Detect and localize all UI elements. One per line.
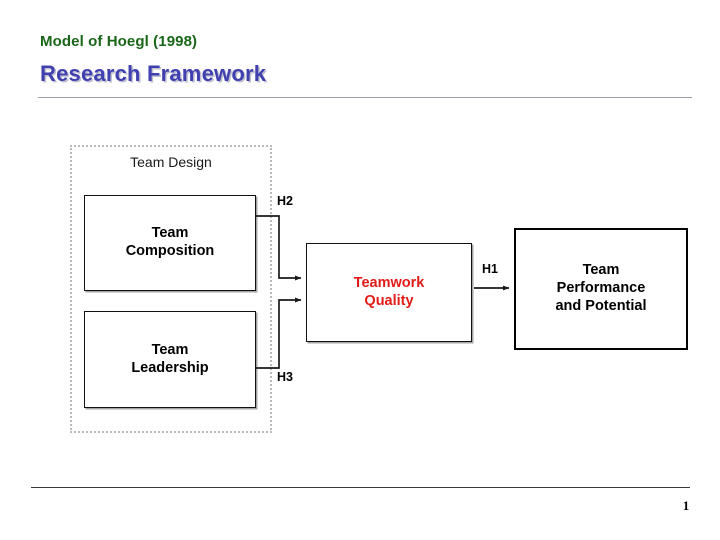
node-team-performance: Team Performance and Potential xyxy=(514,228,688,350)
team-design-group-label: Team Design xyxy=(130,154,212,170)
node-team-composition-line2: Composition xyxy=(125,243,215,259)
node-team-performance-line1: Team xyxy=(582,262,620,279)
hypothesis-label-h3: H3 xyxy=(277,370,293,384)
node-teamwork-quality-label: Teamwork Quality xyxy=(354,275,425,310)
node-team-composition-line1: Team xyxy=(151,225,189,242)
slide-title: Research Framework xyxy=(40,61,267,86)
node-teamwork-quality-line2: Quality xyxy=(364,292,414,309)
slide-subtitle: Model of Hoegl (1998) xyxy=(40,33,198,50)
hypothesis-label-h2: H2 xyxy=(277,194,293,208)
node-team-composition-label: Team Composition xyxy=(126,225,215,260)
node-team-performance-label: Team Performance and Potential xyxy=(555,262,646,315)
team-design-group xyxy=(70,145,272,433)
node-team-leadership-line1: Team xyxy=(151,341,189,358)
node-team-leadership-line2: Leadership xyxy=(131,359,209,376)
header-divider xyxy=(38,97,692,98)
node-team-performance-line2: Performance xyxy=(556,280,646,297)
page-number: 1 xyxy=(682,498,690,513)
node-team-leadership: Team Leadership xyxy=(84,311,256,408)
footer-divider xyxy=(31,487,690,488)
node-team-performance-line3: and Potential xyxy=(555,297,647,314)
hypothesis-label-h1: H1 xyxy=(482,262,498,276)
node-teamwork-quality-line1: Teamwork xyxy=(353,274,425,291)
node-team-composition: Team Composition xyxy=(84,195,256,291)
node-team-leadership-label: Team Leadership xyxy=(131,342,208,377)
node-teamwork-quality: Teamwork Quality xyxy=(306,243,472,342)
